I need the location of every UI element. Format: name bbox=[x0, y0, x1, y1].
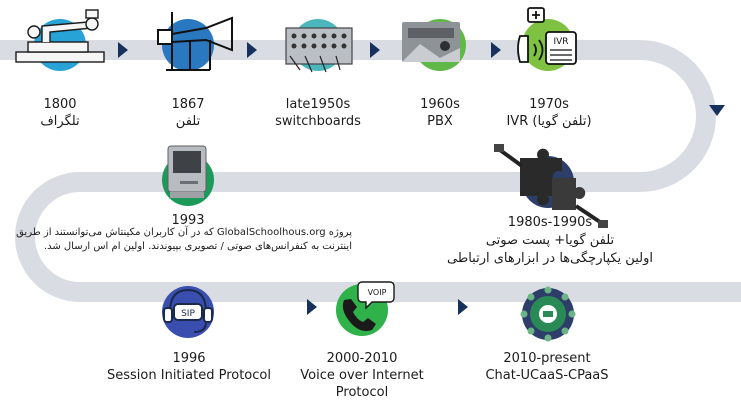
label-text-2: اولین یکپارچگی‌ها در ابزارهای ارتباطی bbox=[447, 251, 653, 266]
label-text: IVR (تلفن گویا) bbox=[506, 114, 592, 129]
early-telephone-icon bbox=[157, 12, 233, 71]
milestone-1950s-label: late1950s switchboards bbox=[270, 96, 366, 130]
telegraph-key-icon bbox=[15, 9, 105, 63]
milestone-1993-node bbox=[162, 145, 214, 206]
milestone-1993-description: پروژه GlobalSchoolhous.org که در آن کارب… bbox=[16, 226, 352, 254]
year-text: 1960s bbox=[420, 97, 460, 112]
milestone-1950s-node bbox=[285, 19, 353, 73]
milestone-1993-year: 1993 bbox=[168, 212, 208, 229]
flow-arrow bbox=[491, 42, 501, 58]
voip-badge: VOIP bbox=[368, 288, 387, 297]
pbx-photo-icon bbox=[402, 22, 460, 62]
milestone-2010-label: 2010-present Chat-UCaaS-CPaaS bbox=[482, 350, 612, 384]
ivr-badge: IVR bbox=[553, 37, 568, 47]
cog-network-icon bbox=[520, 286, 576, 342]
flow-arrow bbox=[247, 42, 257, 58]
year-text: late1950s bbox=[285, 97, 351, 112]
year-text: 1970s bbox=[529, 97, 569, 112]
label-text: Voice over Internet bbox=[300, 368, 424, 383]
milestone-1996-node: SIP bbox=[162, 286, 214, 338]
milestone-1980s-node bbox=[494, 144, 608, 228]
flow-arrow bbox=[118, 42, 128, 58]
node-circle bbox=[162, 19, 214, 71]
milestone-1960s-node bbox=[402, 19, 466, 71]
macintosh-computer-icon bbox=[167, 145, 207, 198]
year-text: 1867 bbox=[171, 97, 205, 112]
milestone-1960s-label: 1960s PBX bbox=[404, 96, 476, 130]
milestone-1970s-label: 1970s IVR (تلفن گویا) bbox=[500, 96, 598, 130]
voip-phone-icon: VOIP bbox=[342, 281, 395, 331]
flow-arrow bbox=[709, 105, 725, 116]
label-text: switchboards bbox=[275, 114, 361, 129]
puzzle-cable-icon bbox=[494, 144, 608, 228]
milestone-1980s-label: 1980s-1990s تلفن گویا+ پست صوتی اولین یک… bbox=[400, 214, 700, 268]
year-text: 1980s-1990s bbox=[507, 215, 593, 230]
timeline-track bbox=[0, 40, 741, 302]
milestone-1800-node bbox=[15, 9, 105, 71]
year-text: 1996 bbox=[172, 351, 206, 366]
label-text: تلفن bbox=[175, 114, 201, 129]
label-text: Chat-UCaaS-CPaaS bbox=[485, 368, 609, 383]
label-text: Session Initiated Protocol bbox=[107, 368, 271, 383]
ivr-phone-icon: IVR bbox=[517, 7, 577, 65]
label-text: تلفن گویا+ پست صوتی bbox=[485, 233, 615, 248]
milestone-2000s-node: VOIP bbox=[336, 281, 395, 336]
label-text-2: Protocol bbox=[335, 385, 389, 400]
flow-arrow bbox=[458, 299, 468, 315]
year-text: 1993 bbox=[171, 213, 205, 228]
label-text: تلگراف bbox=[40, 114, 80, 129]
year-text: 2010-present bbox=[503, 351, 591, 366]
sip-badge: SIP bbox=[181, 309, 195, 319]
year-text: 1800 bbox=[43, 97, 77, 112]
milestone-2000s-label: 2000-2010 Voice over Internet Protocol bbox=[292, 350, 432, 401]
flow-arrows bbox=[118, 42, 725, 315]
milestone-1996-label: 1996 Session Initiated Protocol bbox=[94, 350, 284, 384]
switchboard-icon bbox=[285, 27, 353, 73]
milestone-1970s-node: IVR bbox=[517, 7, 577, 71]
year-text: 2000-2010 bbox=[326, 351, 398, 366]
flow-arrow bbox=[370, 42, 380, 58]
description-line-2: اینترنت به کنفرانس‌های صوتی / تصویری بپی… bbox=[43, 241, 352, 252]
milestone-1800-label: 1800 تلگراف bbox=[30, 96, 90, 130]
milestone-1867-node bbox=[157, 12, 233, 71]
flow-arrow bbox=[307, 299, 317, 315]
milestone-2010-node bbox=[520, 286, 576, 342]
sip-headset-icon: SIP bbox=[163, 288, 213, 333]
description-line-1: پروژه GlobalSchoolhous.org که در آن کارب… bbox=[16, 227, 352, 238]
label-text: PBX bbox=[427, 114, 453, 129]
milestone-1867-label: 1867 تلفن bbox=[158, 96, 218, 130]
